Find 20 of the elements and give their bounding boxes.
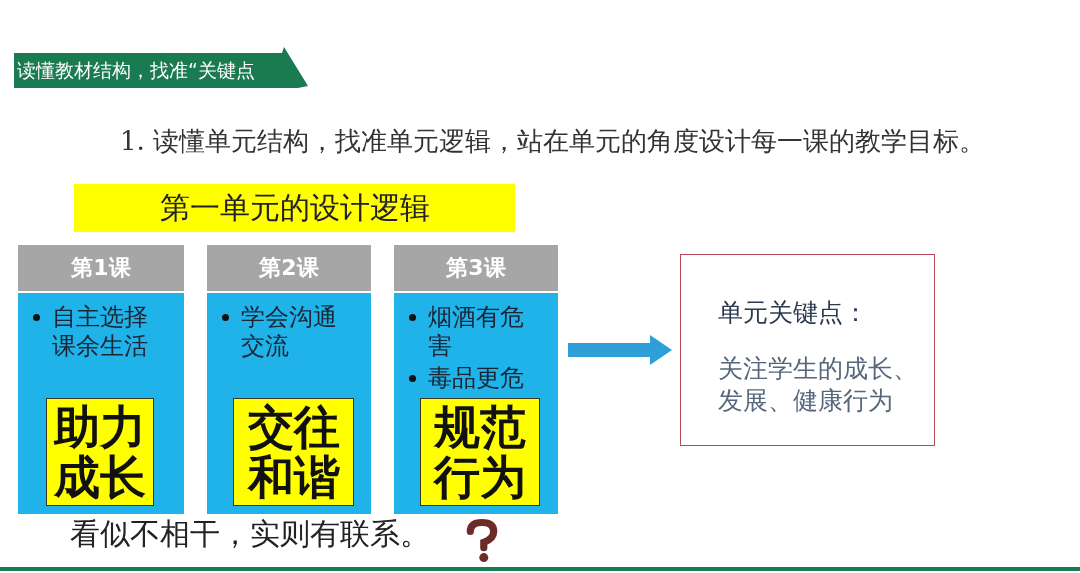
card-header: 第2课	[207, 245, 371, 293]
keyword-box: 规范行为	[420, 398, 540, 506]
box-heading: 单元关键点：	[718, 297, 869, 329]
subtitle-text: 1. 读懂单元结构，找准单元逻辑，站在单元的角度设计每一课的教学目标。	[120, 126, 986, 158]
keyword-box: 助力成长	[46, 398, 154, 506]
keyword-box: 交往和谐	[233, 398, 354, 506]
lesson-card	[394, 245, 558, 514]
card-header: 第3课	[394, 245, 558, 293]
bullet-text: 毒品更危	[428, 364, 525, 393]
bullet-text: 自主选择课余生活	[52, 303, 149, 361]
card-header: 第1课	[18, 245, 184, 293]
lesson-card	[18, 245, 184, 514]
bullet-text: 烟酒有危害	[428, 303, 525, 361]
title-band: 第一单元的设计逻辑	[74, 184, 515, 232]
box-text: 关注学生的成长、发展、健康行为	[718, 353, 919, 417]
bullet-text: 学会沟通交流	[241, 303, 338, 361]
key-points-box	[680, 254, 935, 446]
lesson-card	[207, 245, 371, 514]
note-text: 看似不相干，实则有联系。	[70, 516, 430, 552]
title-banner: 读懂教材结构，找准“关键点	[14, 46, 310, 89]
